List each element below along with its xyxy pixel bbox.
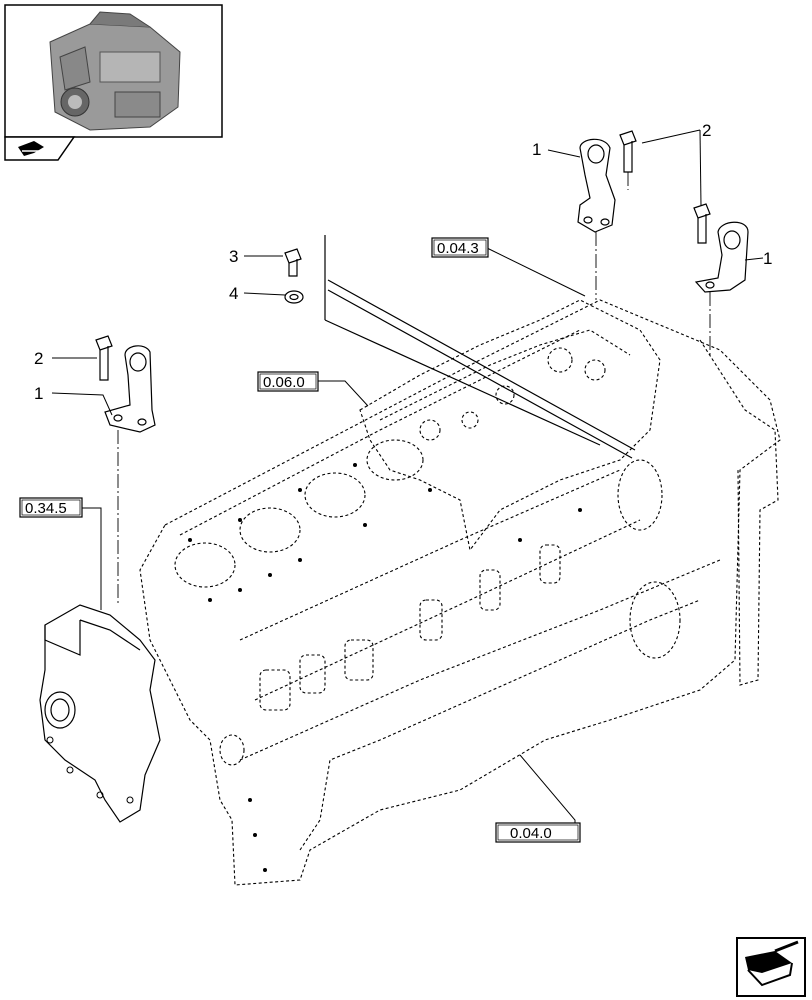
ref-box-0345[interactable]: 0.34.5 [19,497,83,518]
fuel-rail [324,235,636,459]
ref-label-0345: 0.34.5 [25,500,67,517]
ref-box-0060[interactable]: 0.06.0 [257,371,319,392]
callout-2-top: 2 [702,121,711,140]
bolt-top [619,130,637,173]
lifting-eye-right [694,221,749,293]
callout-2-left: 2 [34,349,43,368]
bolt-center [284,248,302,277]
ref-box-0040[interactable]: 0.04.0 [495,822,581,843]
callout-4: 4 [229,284,238,303]
assembly-axis-lines [117,172,711,605]
front-bracket-housing [39,604,161,823]
lifting-eye-top [577,138,616,233]
callout-1-right: 1 [763,249,772,268]
page-arrow-icon[interactable] [18,141,44,156]
callout-1-left: 1 [34,384,43,403]
ref-label-0040: 0.04.0 [510,825,552,842]
engine-thumbnail-icon[interactable] [4,4,223,161]
lifting-eye-left [104,345,156,433]
next-arrow-icon[interactable] [736,937,806,997]
ref-label-0060: 0.06.0 [263,374,305,391]
callout-3: 3 [229,247,238,266]
ref-box-0043[interactable]: 0.04.3 [431,237,489,258]
bolt-left [95,335,113,381]
washer-center [284,290,304,304]
engine-block [139,299,781,886]
callout-leaders [51,129,764,832]
bolt-right [693,203,711,244]
ref-label-0043: 0.04.3 [437,240,479,257]
callout-1-top: 1 [532,140,541,159]
